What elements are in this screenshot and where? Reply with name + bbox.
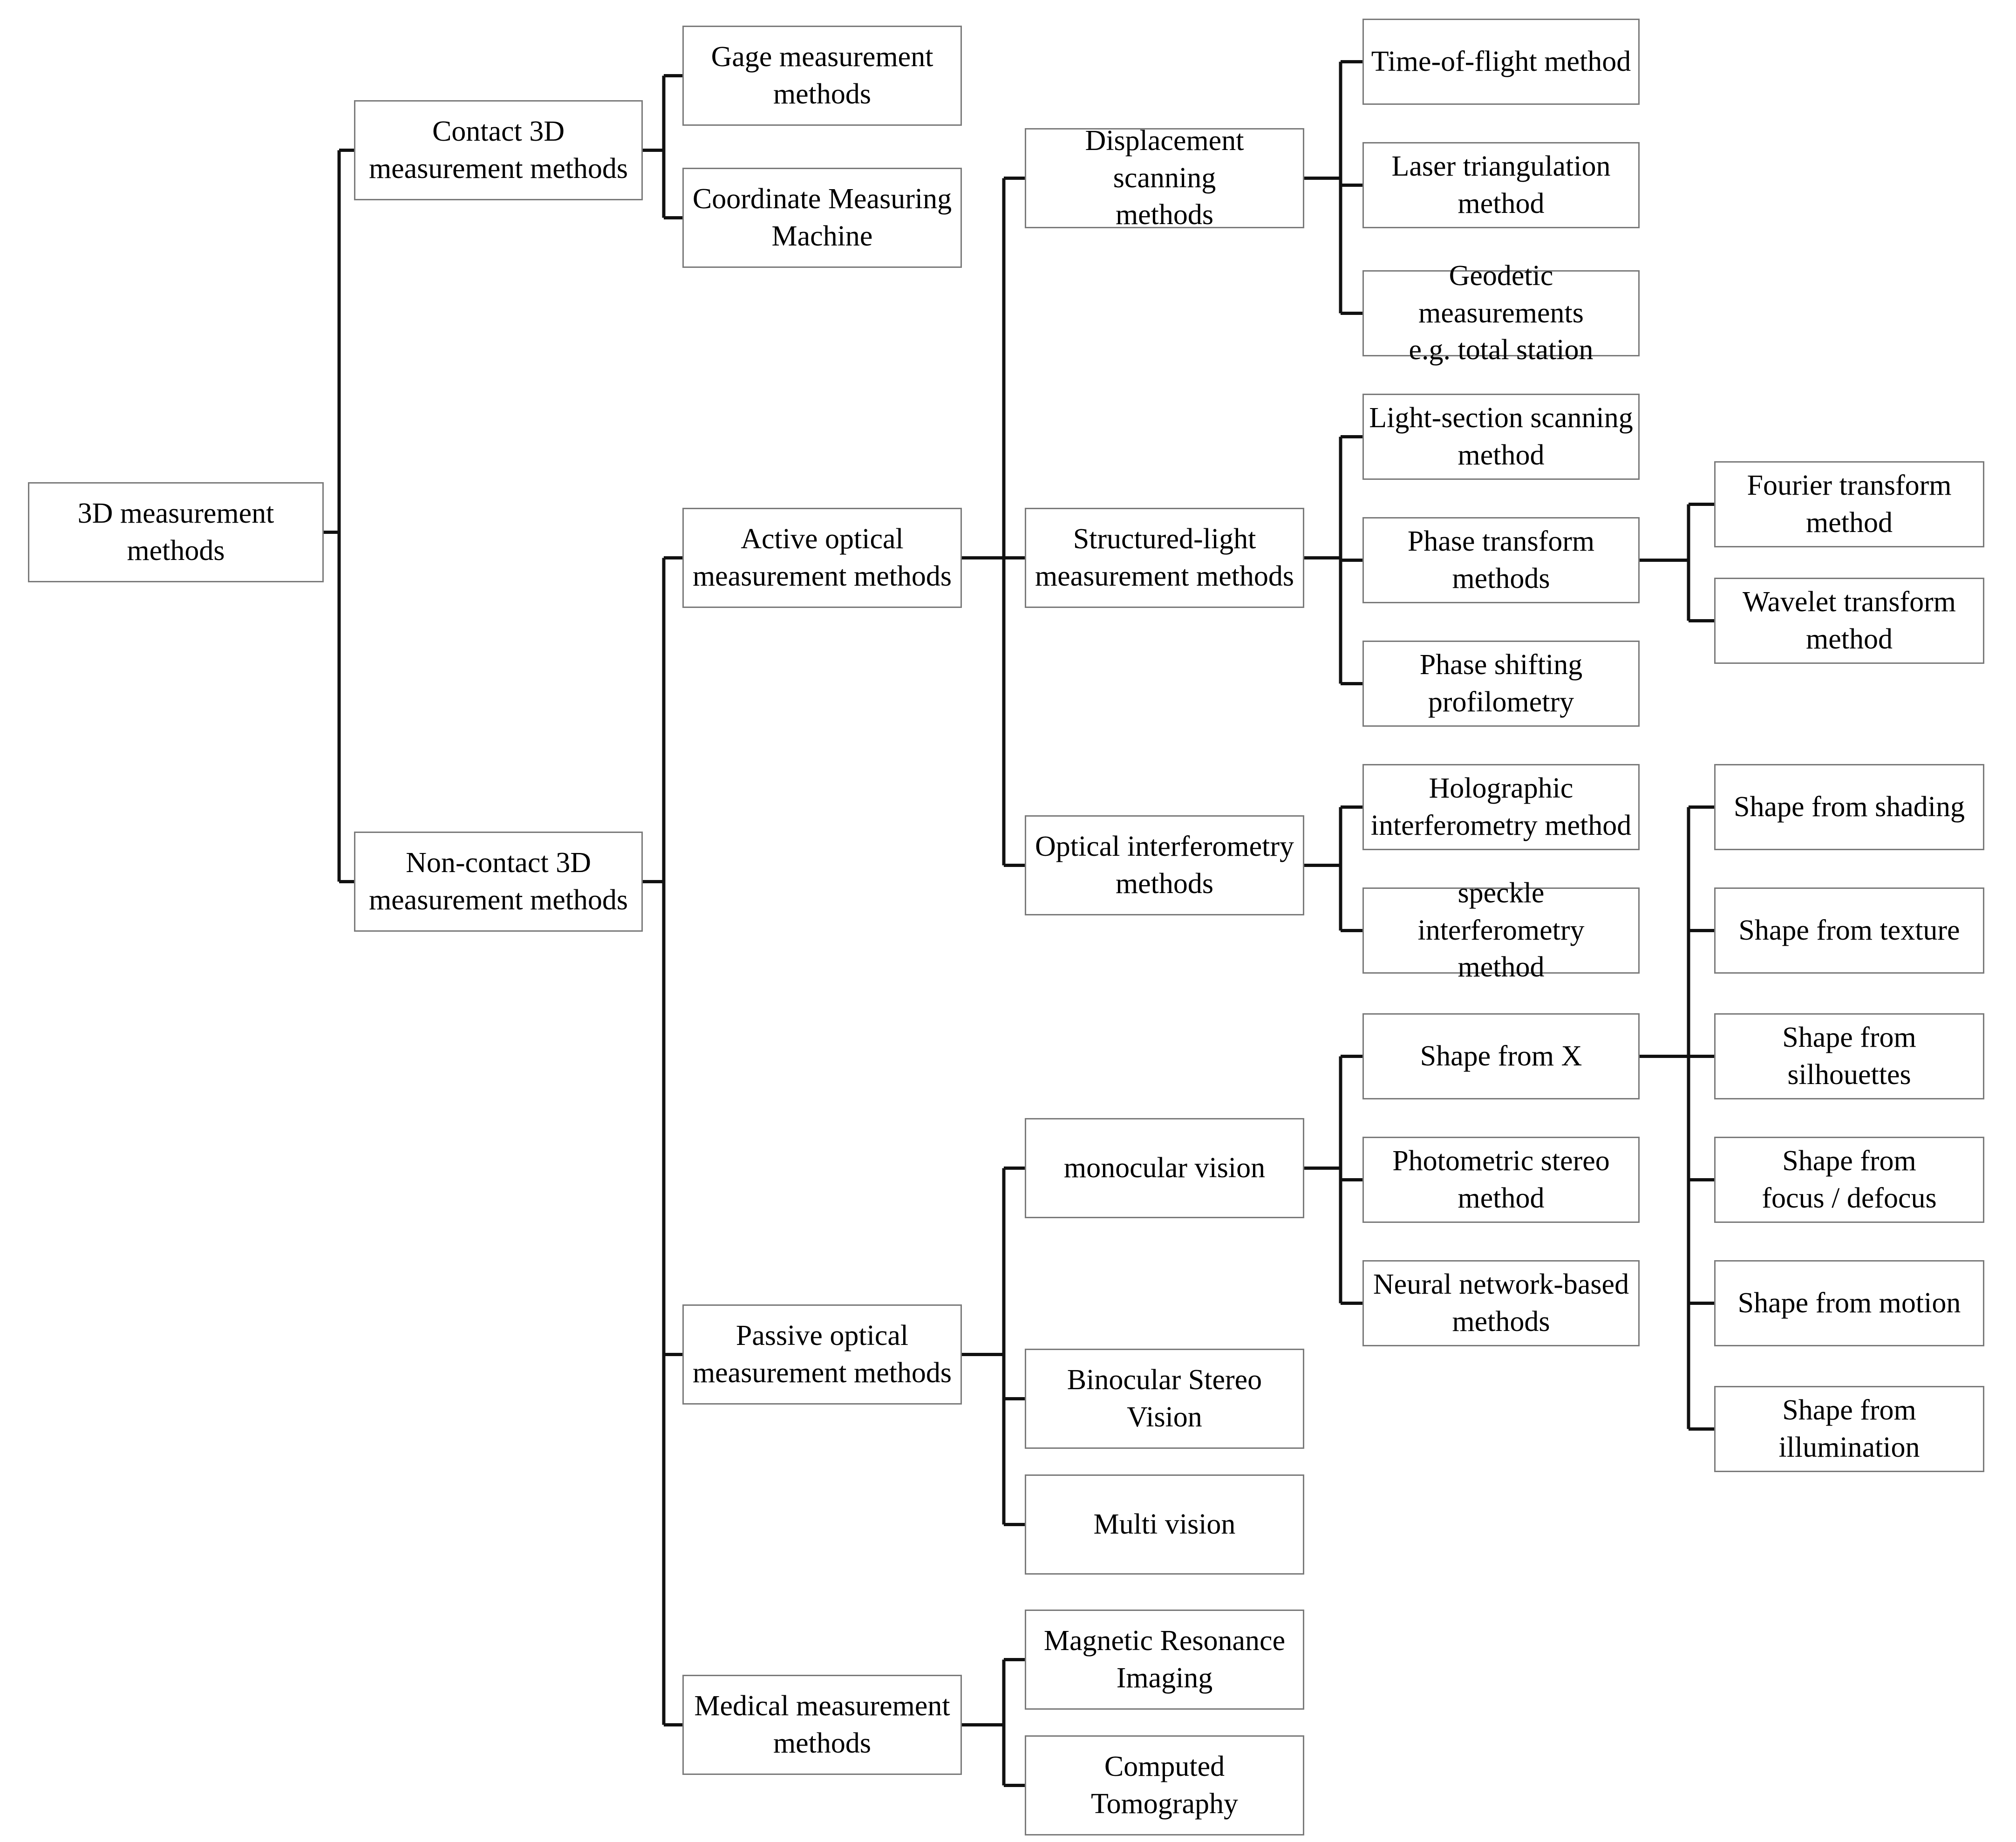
node-shading[interactable]: Shape from shading	[1714, 764, 1984, 850]
node-label: Optical interferometry methods	[1035, 831, 1294, 900]
node-phasetr[interactable]: Phase transform methods	[1362, 517, 1640, 603]
node-label: Shape from illumination	[1778, 1394, 1920, 1463]
node-binocular[interactable]: Binocular Stereo Vision	[1025, 1349, 1304, 1449]
node-label: Binocular Stereo Vision	[1067, 1364, 1262, 1433]
node-monocular[interactable]: monocular vision	[1025, 1118, 1304, 1218]
node-label: Phase shifting profilometry	[1419, 649, 1583, 718]
node-focus[interactable]: Shape from focus / defocus	[1714, 1137, 1984, 1223]
node-multi[interactable]: Multi vision	[1025, 1474, 1304, 1575]
node-label: Shape from shading	[1734, 791, 1965, 823]
node-noncontact[interactable]: Non-contact 3D measurement methods	[354, 832, 643, 932]
node-label: Light-section scanning method	[1369, 402, 1633, 471]
node-label: Holographic interferometry method	[1370, 772, 1632, 841]
node-displ[interactable]: Displacement scanning methods	[1025, 125, 1304, 231]
node-root[interactable]: 3D measurement methods	[28, 482, 324, 582]
node-label: Photometric stereo method	[1392, 1145, 1610, 1214]
node-medical[interactable]: Medical measurement methods	[682, 1675, 962, 1775]
node-motion[interactable]: Shape from motion	[1714, 1260, 1984, 1346]
node-label: Gage measurement methods	[711, 41, 933, 110]
node-silhouettes[interactable]: Shape from silhouettes	[1714, 1013, 1984, 1099]
node-tof[interactable]: Time-of-flight method	[1362, 19, 1640, 105]
node-ct[interactable]: Computed Tomography	[1025, 1735, 1304, 1835]
node-mri[interactable]: Magnetic Resonance Imaging	[1025, 1610, 1304, 1710]
node-slight[interactable]: Structured-light measurement methods	[1025, 508, 1304, 608]
node-label: monocular vision	[1063, 1152, 1266, 1184]
node-lightsec[interactable]: Light-section scanning method	[1362, 394, 1640, 480]
node-label: Shape from X	[1420, 1040, 1582, 1072]
node-geodetic[interactable]: Geodetic measurements e.g. total station	[1362, 260, 1640, 366]
node-speckle[interactable]: speckle interferometry method	[1362, 877, 1640, 983]
node-wavelet[interactable]: Wavelet transform method	[1714, 578, 1984, 664]
node-label: Coordinate Measuring Machine	[692, 183, 952, 252]
node-label: Geodetic measurements e.g. total station	[1409, 260, 1594, 366]
node-cmm[interactable]: Coordinate Measuring Machine	[682, 168, 962, 268]
node-label: Non-contact 3D measurement methods	[368, 847, 628, 916]
node-optint[interactable]: Optical interferometry methods	[1025, 815, 1304, 915]
node-label: Phase transform methods	[1407, 525, 1595, 594]
node-holo[interactable]: Holographic interferometry method	[1362, 764, 1640, 850]
node-label: Passive optical measurement methods	[692, 1320, 952, 1389]
node-label: 3D measurement methods	[77, 498, 274, 566]
node-label: Displacement scanning methods	[1085, 125, 1244, 231]
node-laser[interactable]: Laser triangulation method	[1362, 142, 1640, 228]
node-illum[interactable]: Shape from illumination	[1714, 1386, 1984, 1472]
node-label: Time-of-flight method	[1371, 45, 1631, 77]
node-label: Shape from focus / defocus	[1762, 1145, 1937, 1214]
node-label: Computed Tomography	[1091, 1751, 1238, 1820]
node-texture[interactable]: Shape from texture	[1714, 887, 1984, 974]
node-label: Shape from texture	[1738, 914, 1960, 946]
node-label: Fourier transform method	[1747, 470, 1952, 539]
node-label: speckle interferometry method	[1417, 877, 1585, 983]
node-phaseshift[interactable]: Phase shifting profilometry	[1362, 641, 1640, 727]
node-label: Shape from silhouettes	[1782, 1022, 1924, 1091]
node-label: Wavelet transform method	[1742, 586, 1956, 655]
node-contact[interactable]: Contact 3D measurement methods	[354, 100, 643, 200]
node-sfx[interactable]: Shape from X	[1362, 1013, 1640, 1099]
node-label: Active optical measurement methods	[692, 523, 952, 592]
node-label: Laser triangulation method	[1391, 150, 1611, 219]
node-label: Neural network-based methods	[1373, 1269, 1629, 1337]
node-fourier[interactable]: Fourier transform method	[1714, 461, 1984, 547]
node-passive[interactable]: Passive optical measurement methods	[682, 1304, 962, 1405]
node-label: Multi vision	[1093, 1508, 1236, 1540]
node-label: Magnetic Resonance Imaging	[1043, 1625, 1286, 1694]
node-photo[interactable]: Photometric stereo method	[1362, 1137, 1640, 1223]
node-label: Contact 3D measurement methods	[368, 116, 628, 184]
node-active[interactable]: Active optical measurement methods	[682, 508, 962, 608]
node-label: Medical measurement methods	[694, 1690, 950, 1759]
node-label: Structured-light measurement methods	[1035, 523, 1294, 592]
node-label: Shape from motion	[1737, 1287, 1961, 1319]
node-nn[interactable]: Neural network-based methods	[1362, 1260, 1640, 1346]
node-gage[interactable]: Gage measurement methods	[682, 26, 962, 126]
